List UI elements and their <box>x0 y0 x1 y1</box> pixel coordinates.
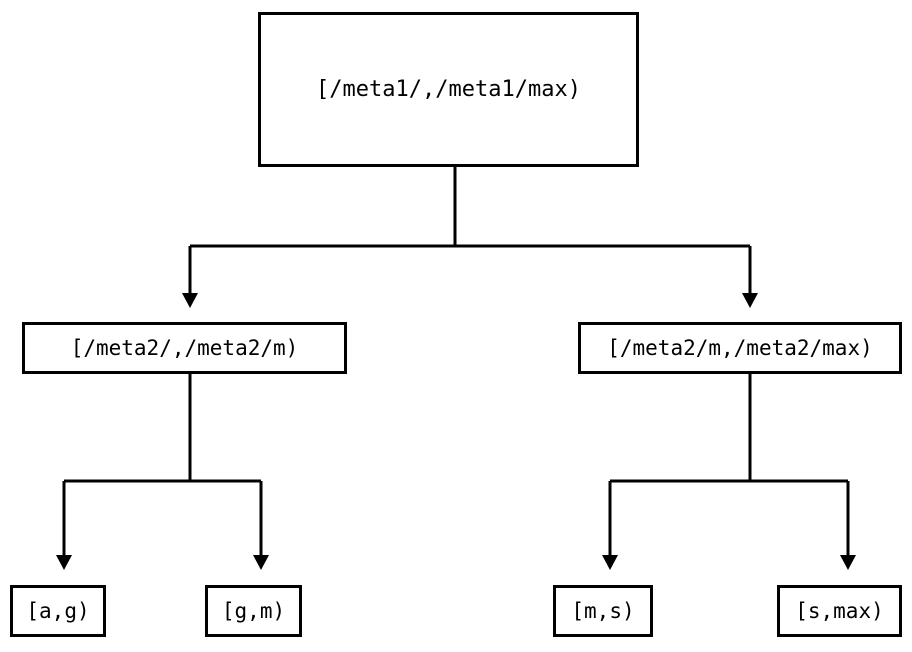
tree-node-leaf-smax[interactable]: [s,max) <box>777 585 902 637</box>
tree-node-l2-right-label: [/meta2/m,/meta2/max) <box>607 335 873 360</box>
arrow-head-l2-left-to-leaf-gm <box>253 555 269 570</box>
arrow-head-l2-left-to-leaf-ag <box>56 555 72 570</box>
arrow-head-root-to-l2-left <box>182 293 198 308</box>
arrow-head-l2-right-to-leaf-smax <box>840 555 856 570</box>
tree-node-leaf-ag-label: [a,g) <box>26 598 90 623</box>
arrow-head-l2-right-to-leaf-ms <box>602 555 618 570</box>
tree-node-leaf-ag[interactable]: [a,g) <box>10 585 106 637</box>
tree-node-leaf-ms[interactable]: [m,s) <box>553 585 653 637</box>
tree-node-root[interactable]: [/meta1/,/meta1/max) <box>258 12 639 167</box>
arrow-head-root-to-l2-right <box>742 293 758 308</box>
tree-node-l2-left[interactable]: [/meta2/,/meta2/m) <box>22 322 347 374</box>
tree-node-root-label: [/meta1/,/meta1/max) <box>316 76 581 102</box>
tree-node-l2-left-label: [/meta2/,/meta2/m) <box>70 335 299 360</box>
tree-node-l2-right[interactable]: [/meta2/m,/meta2/max) <box>578 322 902 374</box>
tree-node-leaf-gm[interactable]: [g,m) <box>205 585 302 637</box>
tree-node-leaf-smax-label: [s,max) <box>795 598 884 623</box>
tree-node-leaf-gm-label: [g,m) <box>221 598 286 623</box>
tree-node-leaf-ms-label: [m,s) <box>571 598 635 623</box>
